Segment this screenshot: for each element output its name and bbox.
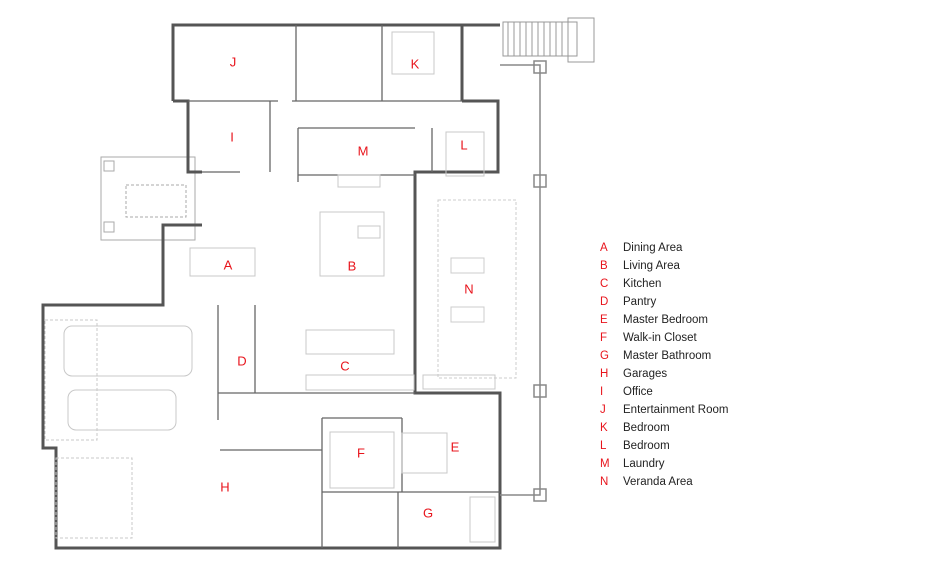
legend-item: K Bedroom <box>600 419 728 437</box>
legend-item: L Bedroom <box>600 437 728 455</box>
legend-item: F Walk-in Closet <box>600 329 728 347</box>
room-label-e: E <box>450 439 460 455</box>
exterior-walls <box>41 23 502 550</box>
porch <box>100 156 196 241</box>
legend-name: Pantry <box>623 296 657 308</box>
room-label-d: D <box>237 353 247 369</box>
legend-name: Garages <box>623 368 668 380</box>
room-label-i: I <box>230 129 234 145</box>
room-label-h: H <box>220 479 230 495</box>
room-label-k: K <box>410 56 420 72</box>
legend-name: Office <box>623 386 653 398</box>
room-label-b: B <box>347 258 357 274</box>
legend-letter: J <box>600 404 606 416</box>
legend-name: Living Area <box>623 260 680 272</box>
legend-item: E Master Bedroom <box>600 311 728 329</box>
legend-item: J Entertainment Room <box>600 401 728 419</box>
legend-letter: C <box>600 278 609 290</box>
room-label-j: J <box>229 54 237 70</box>
room-label-l: L <box>460 137 468 153</box>
stairs <box>502 17 595 63</box>
room-label-m: M <box>357 143 369 159</box>
legend-item: D Pantry <box>600 293 728 311</box>
room-label-g: G <box>422 505 434 521</box>
legend-letter: I <box>600 386 604 398</box>
legend-name: Veranda Area <box>623 476 693 488</box>
legend-letter: A <box>600 242 608 254</box>
legend-name: Laundry <box>623 458 665 470</box>
legend-item: B Living Area <box>600 257 728 275</box>
legend-item: N Veranda Area <box>600 473 728 491</box>
legend-item: A Dining Area <box>600 239 728 257</box>
legend: A Dining Area B Living Area C Kitchen D Pant… <box>600 239 728 491</box>
room-label-a: A <box>223 257 233 273</box>
legend-name: Bedroom <box>623 440 670 452</box>
legend-letter: F <box>600 332 608 344</box>
legend-letter: H <box>600 368 609 380</box>
legend-item: M Laundry <box>600 455 728 473</box>
room-label-f: F <box>357 445 365 461</box>
legend-letter: E <box>600 314 608 326</box>
room-label-c: C <box>340 358 350 374</box>
legend-letter: D <box>600 296 609 308</box>
legend-letter: K <box>600 422 608 434</box>
legend-item: G Master Bathroom <box>600 347 728 365</box>
legend-name: Dining Area <box>623 242 683 254</box>
legend-name: Master Bathroom <box>623 350 712 362</box>
legend-name: Entertainment Room <box>623 404 729 416</box>
legend-letter: N <box>600 476 609 488</box>
legend-name: Kitchen <box>623 278 662 290</box>
legend-name: Master Bedroom <box>623 314 709 326</box>
furniture <box>44 31 496 543</box>
legend-letter: L <box>600 440 607 452</box>
room-label-n: N <box>464 281 474 297</box>
legend-item: C Kitchen <box>600 275 728 293</box>
legend-name: Walk-in Closet <box>623 332 697 344</box>
interior-walls <box>188 25 500 548</box>
veranda-structure <box>437 60 547 502</box>
legend-letter: B <box>600 260 608 272</box>
legend-name: Bedroom <box>623 422 670 434</box>
legend-item: I Office <box>600 383 728 401</box>
legend-letter: M <box>600 458 610 470</box>
legend-item: H Garages <box>600 365 728 383</box>
legend-letter: G <box>600 350 609 362</box>
